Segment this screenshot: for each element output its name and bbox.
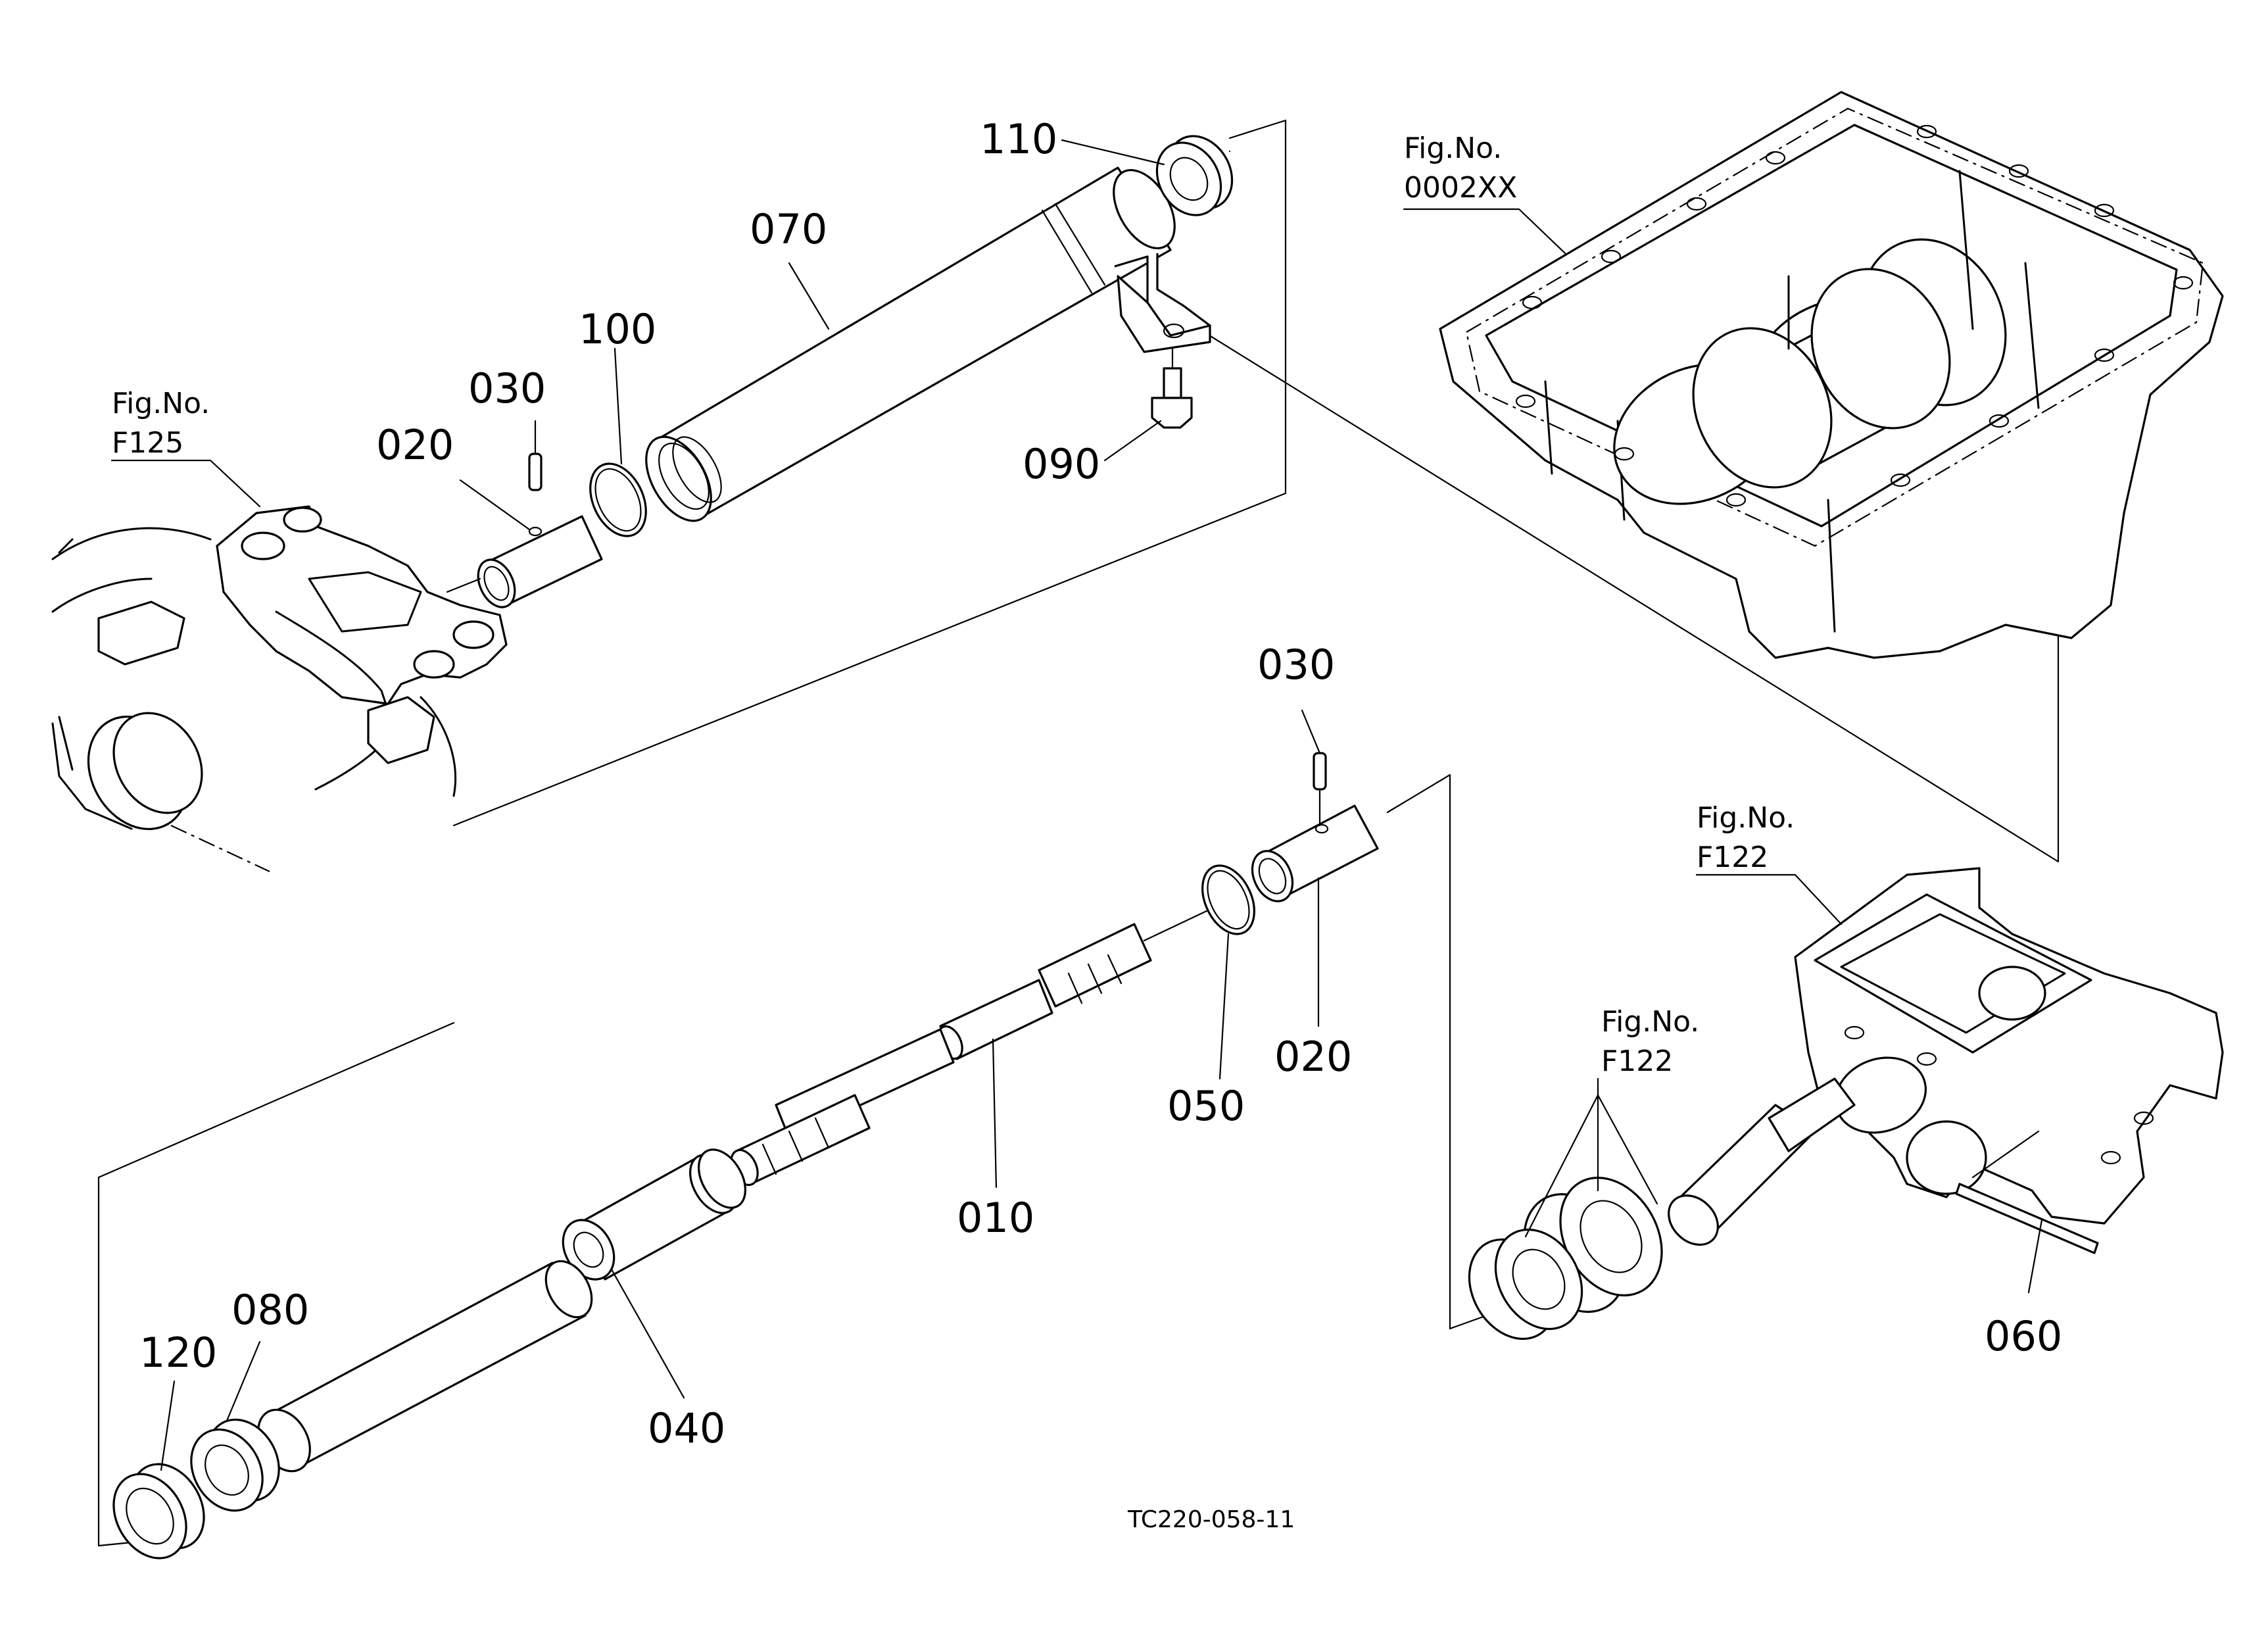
callout-110: 110 bbox=[980, 115, 1057, 163]
callout-070: 070 bbox=[750, 205, 827, 253]
callout-040: 040 bbox=[648, 1404, 725, 1452]
callout-100: 100 bbox=[579, 305, 656, 353]
callout-080: 080 bbox=[231, 1286, 309, 1334]
part-080-seal bbox=[190, 1418, 280, 1512]
part-120-seal bbox=[112, 1463, 205, 1560]
fig-ref-bearings: Fig.No. F122 bbox=[1601, 1005, 1699, 1078]
bearing-pair-f122 bbox=[1468, 1176, 1663, 1340]
fig-ref-oil-pan: Fig.No. 0002XX bbox=[1404, 132, 1517, 205]
callout-020-lower: 020 bbox=[1274, 1033, 1352, 1081]
part-010-shaft bbox=[730, 910, 1208, 1187]
part-090-bolt bbox=[1151, 347, 1193, 429]
fig-ref-bearings-line1: Fig.No. bbox=[1601, 1005, 1699, 1039]
fig-ref-oil-pan-line2: 0002XX bbox=[1404, 171, 1517, 205]
fig-ref-f125: Fig.No. F125 bbox=[112, 387, 210, 460]
leader-lines bbox=[110, 139, 2043, 1471]
callout-050: 050 bbox=[1167, 1082, 1245, 1130]
lower-assembly-frame bbox=[97, 774, 1484, 1547]
part-030-upper-pin bbox=[528, 453, 543, 537]
callout-030-upper: 030 bbox=[468, 364, 546, 412]
part-110-seal bbox=[1155, 135, 1234, 216]
fig-ref-f125-line2: F125 bbox=[112, 426, 183, 460]
upper-assembly-frame bbox=[452, 119, 1287, 827]
part-040-sleeve bbox=[562, 1148, 746, 1281]
housing-f122 bbox=[1794, 867, 2224, 1225]
fig-ref-oil-pan-line1: Fig.No. bbox=[1404, 132, 1502, 165]
fig-ref-housing-line1: Fig.No. bbox=[1697, 801, 1795, 835]
part-070-tube bbox=[645, 166, 1211, 522]
lower-tube bbox=[257, 1260, 593, 1473]
drawing-code: TC220-058-11 bbox=[1127, 1506, 1295, 1533]
fig-ref-housing-line2: F122 bbox=[1697, 841, 1768, 874]
callout-090: 090 bbox=[1023, 440, 1100, 488]
part-020-lower-sleeve bbox=[1251, 804, 1379, 902]
fig-ref-bearings-line2: F122 bbox=[1601, 1045, 1673, 1078]
callout-020-upper: 020 bbox=[376, 421, 454, 469]
callout-030-lower: 030 bbox=[1257, 641, 1335, 689]
fig-ref-housing: Fig.No. F122 bbox=[1697, 801, 1795, 874]
fig-ref-f125-line1: Fig.No. bbox=[112, 387, 210, 420]
part-050-o-ring bbox=[1201, 864, 1255, 935]
callout-010: 010 bbox=[957, 1194, 1034, 1242]
housing-input-shaft bbox=[1668, 1077, 1856, 1246]
oil-pan-0002xx bbox=[1439, 91, 2224, 659]
part-030-lower-pin bbox=[1313, 752, 1327, 791]
part-060-pin bbox=[1955, 1130, 2099, 1254]
transmission-case-f125 bbox=[51, 505, 508, 872]
callout-120: 120 bbox=[139, 1329, 217, 1377]
part-020-upper-sleeve bbox=[446, 515, 603, 608]
part-100-o-ring bbox=[589, 462, 647, 537]
callout-060: 060 bbox=[1985, 1312, 2062, 1360]
